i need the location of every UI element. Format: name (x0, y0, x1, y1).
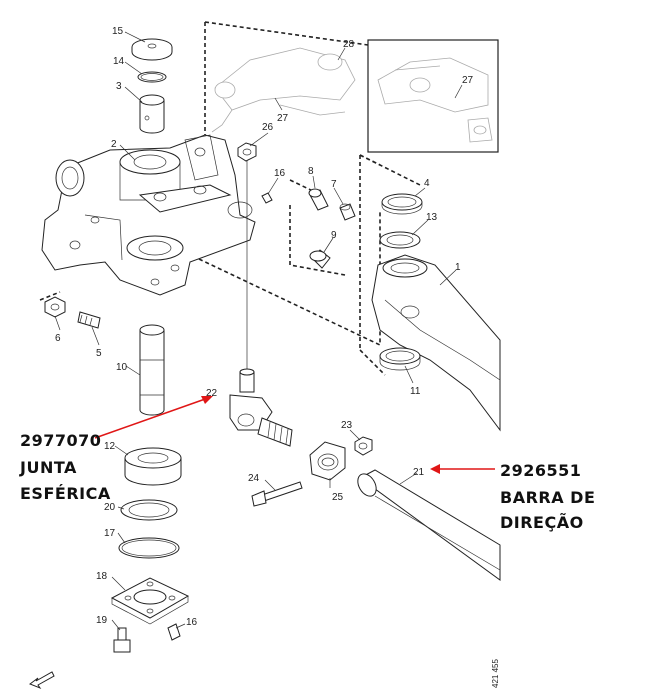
label-part-3: 3 (116, 81, 122, 92)
label-part-16: 16 (274, 168, 286, 179)
detail-inset-box (367, 39, 499, 153)
callout-rod-line1: BARRA DE (500, 488, 595, 507)
label-part-28: 28 (343, 39, 355, 50)
label-part-21: 21 (413, 467, 425, 478)
axle-beam (371, 193, 501, 432)
label-part-10: 10 (116, 362, 128, 373)
label-part-6: 6 (55, 333, 61, 344)
label-part-12: 12 (104, 441, 116, 452)
tie-rod-end (229, 142, 293, 447)
callout-joint-line1: JUNTA (19, 458, 77, 477)
label-part-23: 23 (341, 420, 353, 431)
label-part-17: 17 (104, 528, 116, 539)
callout-tie-rod: 2926551 BARRA DE DIREÇÃO (500, 461, 595, 532)
label-part-16b: 16 (186, 617, 198, 628)
drawing-id: 421 455 (491, 659, 500, 688)
kingpin-top-parts (131, 38, 173, 134)
label-part-26: 26 (262, 122, 274, 133)
orientation-arrow-icon (28, 671, 55, 690)
label-part-14: 14 (113, 56, 125, 67)
steering-arm-ghost (211, 47, 356, 133)
label-part-18: 18 (96, 571, 108, 582)
label-part-20: 20 (104, 502, 116, 513)
part-number-labels: 15 14 3 2 26 16 8 7 9 4 13 1 6 5 10 22 1… (55, 26, 474, 628)
callout-joint-code: 2977070 (20, 431, 101, 450)
bushings-small (308, 188, 356, 269)
label-part-22: 22 (206, 388, 218, 399)
label-part-24: 24 (248, 473, 260, 484)
tie-rod-clamp (251, 436, 373, 507)
label-part-25: 25 (332, 492, 344, 503)
label-part-15: 15 (112, 26, 124, 37)
label-part-11: 11 (410, 386, 421, 397)
label-part-27: 27 (277, 113, 289, 124)
label-part-8: 8 (308, 166, 314, 177)
arrow-head-joint (201, 396, 213, 404)
nut-and-bolt-left (44, 296, 101, 329)
callout-ball-joint: 2977070 JUNTA ESFÉRICA (19, 431, 111, 503)
label-part-27b: 27 (462, 75, 474, 86)
label-part-7: 7 (331, 179, 337, 190)
label-part-9: 9 (331, 230, 337, 241)
label-part-1: 1 (455, 262, 461, 273)
callout-joint-line2: ESFÉRICA (20, 484, 111, 503)
label-part-19: 19 (96, 615, 108, 626)
label-part-13: 13 (426, 212, 438, 223)
steering-knuckle (41, 134, 256, 296)
leader-lines (54, 31, 463, 631)
callout-arrows (94, 396, 495, 474)
callout-rod-code: 2926551 (500, 461, 581, 480)
arrow-head-rod (430, 464, 440, 474)
callout-rod-line2: DIREÇÃO (500, 513, 584, 532)
label-part-2: 2 (111, 139, 117, 150)
label-part-4: 4 (424, 178, 430, 189)
kingpin-and-bearings (110, 324, 190, 653)
label-part-5: 5 (96, 348, 102, 359)
tie-rod-tube (357, 469, 501, 581)
